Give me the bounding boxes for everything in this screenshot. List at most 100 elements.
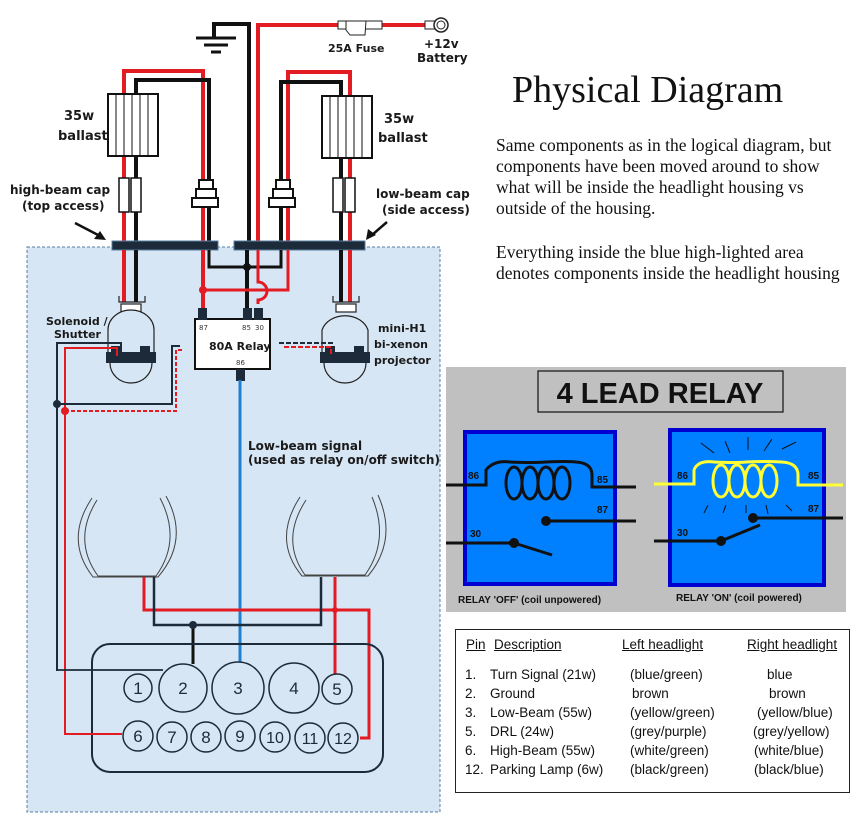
- description-2: Everything inside the blue high-lighted …: [496, 242, 840, 283]
- cell-right: (grey/yellow): [753, 724, 830, 739]
- cell-right: brown: [769, 686, 806, 701]
- header-right-headlight: Right headlight: [747, 637, 838, 652]
- connector-pin-label: 9: [235, 727, 244, 746]
- cell-left: (black/green): [630, 762, 709, 777]
- cell-description: High-Beam (55w): [490, 743, 596, 758]
- high-beam-cap-label-1: high-beam cap: [10, 183, 110, 197]
- connector-pin-8: [190, 721, 222, 753]
- cell-left: brown: [632, 686, 669, 701]
- right-ballast-red-wire: [286, 70, 352, 248]
- connector-pin-6: [122, 720, 154, 752]
- left-ballast-black-wire: [134, 78, 211, 248]
- pin-table-row: 5.DRL (24w)(grey/purple)(grey/yellow): [456, 724, 849, 743]
- right-ballast-label-2: ballast: [378, 131, 428, 146]
- relay-80a: [194, 308, 271, 381]
- battery-terminal-icon: [424, 17, 449, 33]
- on-pin-30: 30: [677, 528, 689, 539]
- on-pin-86: 86: [677, 471, 689, 482]
- on-pin-87: 87: [808, 504, 820, 515]
- cell-description: Ground: [490, 686, 536, 701]
- description-1: Same components as in the logical diagra…: [496, 135, 832, 218]
- connector-pin-9: [224, 720, 256, 752]
- page-title: Physical Diagram: [512, 69, 784, 111]
- cell-left: (yellow/green): [630, 705, 715, 720]
- pin-table-row: 6. High-Beam (55w) (white/green) (white/blu…: [456, 743, 849, 762]
- left-ballast-label-1: 35w: [64, 109, 94, 124]
- pin-table-row: 12. Parking Lamp (6w) (black/green) (black/…: [456, 762, 849, 781]
- connector-pin-label: 5: [332, 680, 341, 699]
- cell-pin: 3.: [465, 705, 477, 720]
- cell-right: (white/blue): [754, 743, 824, 758]
- high-beam-cap: [111, 240, 219, 251]
- headlight-connector: [91, 643, 384, 773]
- low-beam-cap: [233, 240, 366, 251]
- low-beam-cap-label-2: (side access): [382, 203, 470, 217]
- relay-pin-86: 86: [236, 359, 245, 367]
- connector-pin-7: [156, 721, 188, 753]
- off-pin-30: 30: [470, 529, 482, 540]
- relay-pin-85: 85: [242, 324, 251, 332]
- connector-pin-10: [259, 721, 291, 753]
- cell-pin: 1.: [465, 667, 477, 682]
- cell-pin: 6.: [465, 743, 477, 758]
- on-pin-85: 85: [808, 471, 820, 482]
- low-beam-cap-arrow: [371, 221, 388, 236]
- connector-pin-label: 8: [201, 728, 210, 747]
- relay-label: 80A Relay: [209, 340, 271, 353]
- cell-description: DRL (24w): [490, 724, 555, 739]
- header-left-headlight: Left headlight: [622, 637, 704, 652]
- signal-label-2: (used as relay on/off switch): [248, 453, 440, 467]
- connector-pin-4: [268, 662, 320, 714]
- relay-on-caption: RELAY 'ON' (coil powered): [676, 593, 802, 604]
- relay-pin-87: 87: [199, 324, 208, 332]
- off-pin-85: 85: [597, 475, 609, 486]
- relay-on-diagram: [654, 428, 843, 587]
- relay-off-diagram: [446, 430, 636, 586]
- fuse-icon: [337, 20, 383, 36]
- battery-label-2: Battery: [417, 51, 468, 65]
- pin-table-row: 2. Ground brown brown: [456, 686, 849, 705]
- connector-pin-label: 11: [302, 731, 319, 748]
- connector-pin-12: [327, 722, 359, 754]
- high-beam-cap-label-2: (top access): [22, 199, 104, 213]
- cell-left: (white/green): [630, 743, 709, 758]
- solenoid-label-1: Solenoid /: [46, 315, 109, 328]
- fuse-label: 25A Fuse: [328, 42, 384, 55]
- cell-left: (blue/green): [630, 667, 703, 682]
- right-ballast-black-wire: [279, 80, 343, 248]
- connector-pin-label: 1: [133, 679, 142, 698]
- connector-pin-3: [211, 661, 265, 715]
- inline-connector-icon: [118, 177, 356, 213]
- cell-pin: 2.: [465, 686, 477, 701]
- cell-pin: 5.: [465, 724, 477, 739]
- connector-pin-11: [294, 722, 326, 754]
- cell-description: Parking Lamp (6w): [490, 762, 604, 777]
- four-lead-relay-panel: 4 LEAD RELAY 86 85 87 30 RELAY 'OFF' (co…: [446, 367, 846, 612]
- off-pin-86: 86: [468, 471, 480, 482]
- solenoid-label-2: Shutter: [54, 328, 102, 341]
- relay-panel-title-box: [537, 370, 784, 413]
- header-description: Description: [494, 637, 562, 652]
- left-ballast-label-2: ballast: [58, 129, 108, 144]
- connector-pin-label: 3: [233, 679, 242, 698]
- connector-pin-label: 4: [289, 679, 298, 698]
- cell-pin: 12.: [465, 762, 484, 777]
- ground-icon: [196, 22, 251, 248]
- connector-pin-label: 10: [266, 730, 284, 747]
- connector-pin-label: 2: [178, 679, 187, 698]
- bulb-plug-icon: [191, 179, 296, 208]
- relay-panel-title: 4 LEAD RELAY: [557, 378, 764, 410]
- relay-off-caption: RELAY 'OFF' (coil unpowered): [458, 595, 601, 606]
- right-ballast-label-1: 35w: [384, 112, 414, 127]
- connector-pin-label: 12: [334, 731, 352, 748]
- headlight-reflector-icon: [77, 494, 387, 578]
- cell-right: blue: [767, 667, 793, 682]
- connector-pin-5: [321, 673, 353, 705]
- cell-description: Turn Signal (21w): [490, 667, 597, 682]
- connector-pin-label: 6: [133, 727, 142, 746]
- connector-pin-label: 7: [167, 728, 176, 747]
- cell-right: (black/blue): [754, 762, 824, 777]
- cell-right: (yellow/blue): [757, 705, 833, 720]
- left-ballast-red-wire: [122, 69, 205, 248]
